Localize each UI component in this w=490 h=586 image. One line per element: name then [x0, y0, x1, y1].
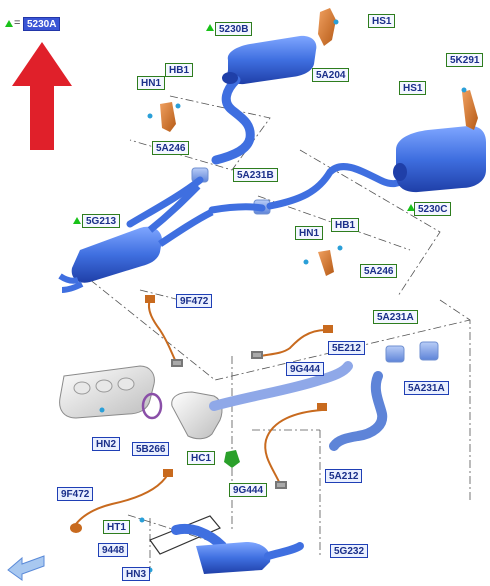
fastener-ht1[interactable]: [139, 517, 145, 523]
label-5230c[interactable]: 5230C: [414, 202, 452, 216]
legend-equals: =: [14, 17, 21, 29]
connector-hc1[interactable]: [224, 450, 240, 468]
label-5a231a-right[interactable]: 5A231A: [404, 381, 449, 395]
label-5g232[interactable]: 5G232: [330, 544, 369, 558]
clamps-5a231a[interactable]: [385, 341, 439, 363]
label-hs1-top[interactable]: HS1: [368, 14, 396, 28]
gasket-5b266[interactable]: [141, 392, 163, 420]
label-9g444-bottom[interactable]: 9G444: [229, 483, 268, 497]
green-triangle-icon: [5, 20, 13, 27]
up-arrow-icon[interactable]: [12, 42, 72, 150]
pipe-5a212[interactable]: [329, 371, 388, 451]
label-hn3[interactable]: HN3: [122, 567, 151, 581]
label-hn2[interactable]: HN2: [92, 437, 121, 451]
label-9f472-bottom[interactable]: 9F472: [57, 487, 94, 501]
label-5a231a-top[interactable]: 5A231A: [373, 310, 418, 324]
front-pipe-5g232[interactable]: [149, 515, 304, 574]
rear-muffler-5230b[interactable]: [211, 35, 317, 165]
label-hn1-top[interactable]: HN1: [137, 76, 166, 90]
hanger-5a246-middle[interactable]: [303, 245, 343, 277]
label-5230b[interactable]: 5230B: [215, 22, 253, 36]
label-5k291[interactable]: 5K291: [446, 53, 484, 67]
green-triangle-icon: [206, 24, 214, 31]
bracket-5k291[interactable]: [461, 87, 479, 131]
label-5a246-top[interactable]: 5A246: [152, 141, 190, 155]
hanger-5a246-top[interactable]: [147, 102, 181, 132]
label-5a246-mid[interactable]: 5A246: [360, 264, 398, 278]
front-pipe-5e212[interactable]: [171, 361, 353, 440]
label-hb1-top[interactable]: HB1: [165, 63, 194, 77]
oxygen-sensor-9f472-top[interactable]: [145, 295, 183, 367]
green-triangle-icon: [407, 204, 415, 211]
label-hc1[interactable]: HC1: [187, 451, 216, 465]
green-triangle-icon: [73, 217, 81, 224]
intermediate-pipe[interactable]: [126, 163, 408, 228]
bracket-5a204[interactable]: [318, 8, 339, 46]
label-5b266[interactable]: 5B266: [132, 442, 170, 456]
oxygen-sensor-9g444-bottom[interactable]: [264, 403, 327, 489]
label-9448[interactable]: 9448: [98, 543, 129, 557]
label-5g213[interactable]: 5G213: [82, 214, 121, 228]
label-5e212[interactable]: 5E212: [328, 341, 365, 355]
label-5a204[interactable]: 5A204: [312, 68, 350, 82]
label-hn1-mid[interactable]: HN1: [295, 226, 324, 240]
label-hb1-mid[interactable]: HB1: [331, 218, 360, 232]
resonator-5g213[interactable]: [58, 183, 214, 293]
label-9f472-top[interactable]: 9F472: [176, 294, 213, 308]
label-5a212[interactable]: 5A212: [325, 469, 363, 483]
back-arrow-icon[interactable]: [7, 555, 45, 581]
label-ht1[interactable]: HT1: [103, 520, 130, 534]
label-9g444-top[interactable]: 9G444: [286, 362, 325, 376]
label-hs1-right[interactable]: HS1: [399, 81, 427, 95]
oxygen-sensor-9f472-bottom[interactable]: [70, 469, 173, 533]
oxygen-sensor-9g444-top[interactable]: [251, 325, 333, 359]
rear-muffler-5230c[interactable]: [393, 125, 486, 193]
selected-part-label[interactable]: 5230A: [23, 17, 61, 31]
label-5a231b[interactable]: 5A231B: [233, 168, 278, 182]
exhaust-manifold[interactable]: [59, 365, 155, 419]
